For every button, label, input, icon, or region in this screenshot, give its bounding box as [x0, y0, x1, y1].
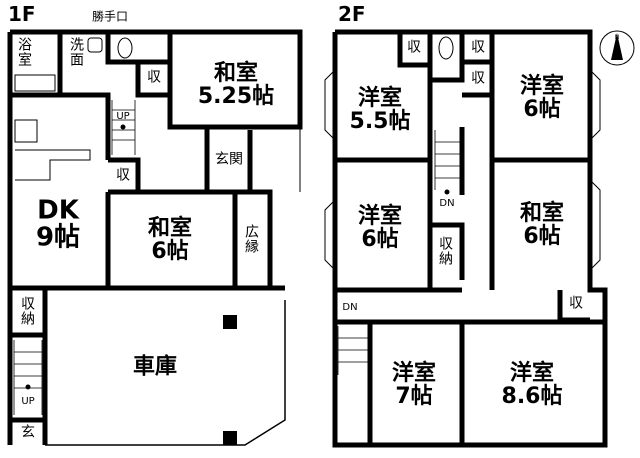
- room-storage: 収: [471, 39, 485, 56]
- room-storage: 収: [471, 70, 485, 87]
- room-youshitsu-6b: 洋室 6帖: [357, 203, 403, 252]
- room-entrance-small: 玄: [21, 424, 35, 441]
- room-storage: 収: [147, 69, 161, 86]
- compass-icon: [599, 30, 635, 66]
- room-washroom: 洗 面: [70, 37, 84, 68]
- pillar: [223, 431, 237, 445]
- room-dk: DK 9帖: [35, 195, 81, 253]
- floor1-title: 1F: [8, 2, 36, 26]
- room-washitsu-525: 和室 5.25帖: [197, 60, 275, 109]
- stairs-dn-label: DN: [342, 301, 358, 313]
- compass-north-label: N: [614, 33, 620, 41]
- room-garage: 車庫: [132, 354, 178, 380]
- pillar: [223, 315, 237, 329]
- room-storage: 収: [407, 39, 421, 56]
- room-entrance: 玄関: [215, 151, 243, 168]
- floor2-title: 2F: [338, 2, 366, 26]
- room-storage: 収: [116, 167, 130, 184]
- floor1-walls: [7, 29, 303, 445]
- room-youshitsu-7: 洋室 7帖: [391, 360, 437, 409]
- room-youshitsu-86: 洋室 8.6帖: [501, 360, 563, 409]
- room-washitsu-6: 和室 6帖: [519, 200, 565, 249]
- service-entrance-label: 勝手口: [91, 9, 129, 24]
- room-storage: 収 納: [21, 296, 35, 327]
- room-youshitsu-55: 洋室 5.5帖: [349, 85, 411, 134]
- stairs-up-label: UP: [21, 395, 35, 407]
- stairs-up-label: UP: [116, 110, 130, 122]
- floor2-walls: [332, 29, 608, 448]
- room-storage: 収: [569, 295, 583, 312]
- room-storage: 収 納: [439, 236, 453, 267]
- room-washitsu-6: 和室 6帖: [147, 215, 193, 264]
- room-bath: 浴 室: [18, 37, 32, 68]
- room-youshitsu-6a: 洋室 6帖: [519, 73, 565, 122]
- room-veranda: 広 縁: [245, 224, 259, 255]
- stairs-dn-label: DN: [439, 197, 455, 209]
